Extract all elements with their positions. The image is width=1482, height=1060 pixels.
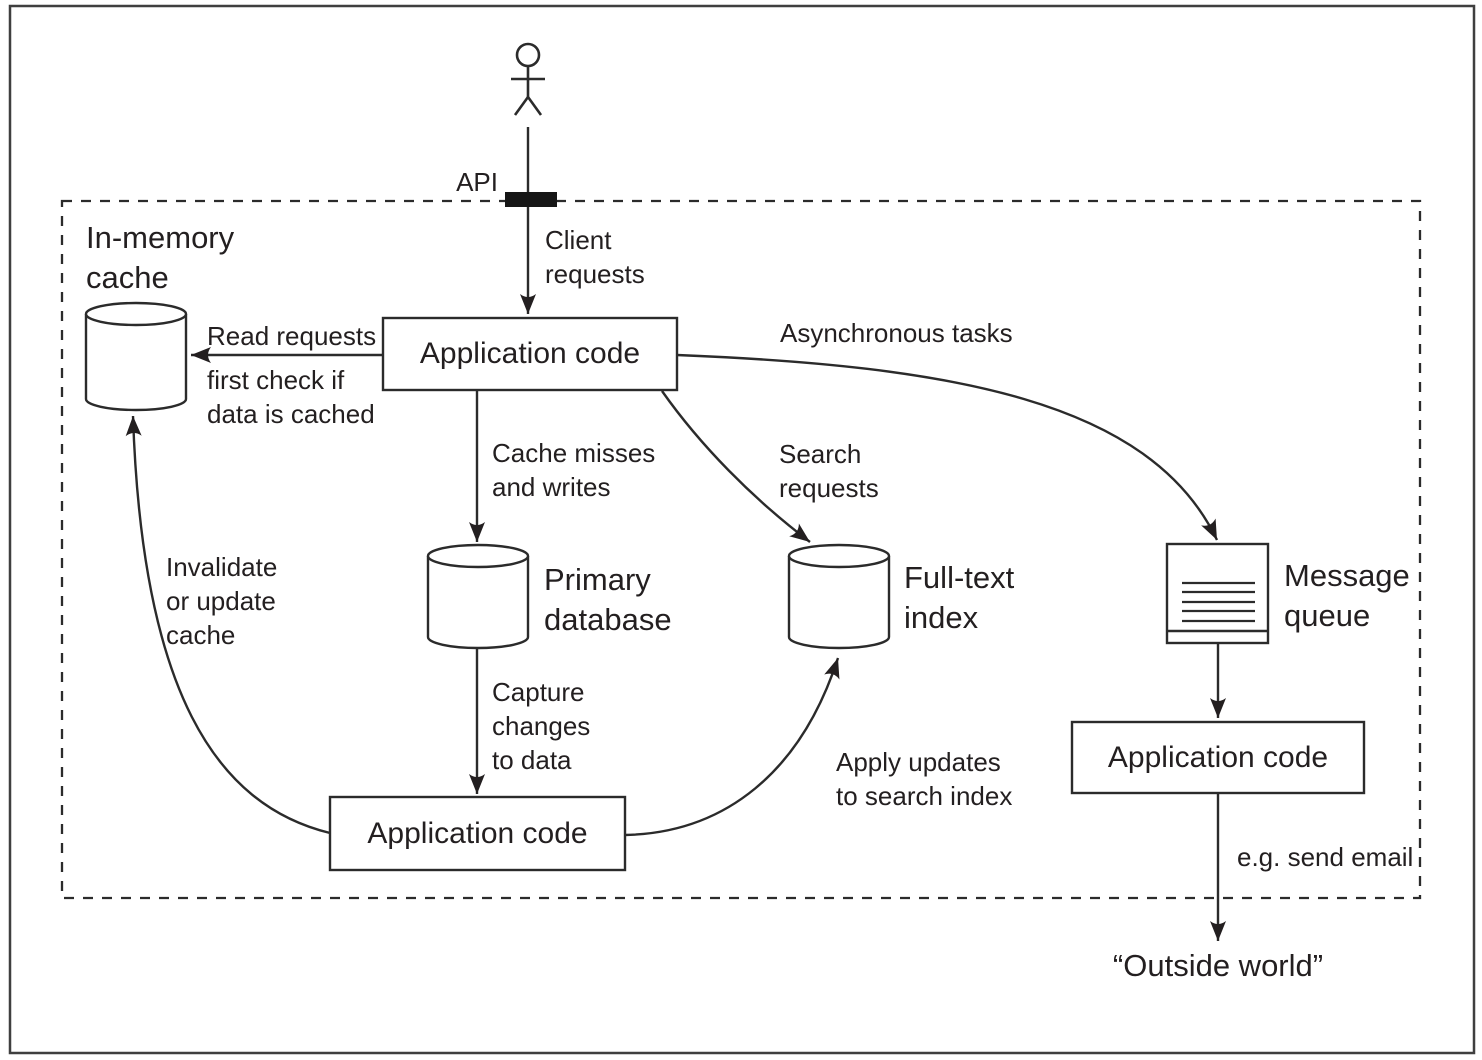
- invalidate-cache-label: Invalidate or update cache: [166, 552, 278, 650]
- api-bar: [505, 192, 557, 207]
- api-label: API: [456, 167, 498, 197]
- application-code-bottom-box: [328, 795, 627, 872]
- primary-database-label: Primary database: [544, 562, 672, 638]
- capture-changes-label: Capture changes to data: [492, 677, 591, 775]
- application-code-top-label: Application code: [419, 337, 641, 370]
- search-requests-label: Search requests: [779, 439, 879, 503]
- send-email-label: e.g. send email: [1237, 842, 1414, 872]
- edge-apply-updates: [624, 657, 840, 837]
- edge-asynchronous-tasks: [676, 353, 1219, 541]
- in-memory-cache-label: In-memory cache: [86, 220, 235, 296]
- edge-search-requests: [661, 390, 811, 543]
- application-code-top-box: [381, 316, 679, 392]
- message-queue-label: Message queue: [1284, 558, 1410, 634]
- read-requests-note-label: first check if data is cached: [207, 365, 375, 429]
- apply-updates-label: Apply updates to search index: [836, 747, 1013, 811]
- outside-world-label: “Outside world”: [1112, 948, 1324, 983]
- client-actor-icon: [511, 42, 545, 116]
- full-text-index-label: Full-text index: [904, 560, 1015, 636]
- application-code-right-label: Application code: [1107, 740, 1329, 774]
- cache-misses-label: Cache misses and writes: [492, 438, 656, 502]
- in-memory-cache-cylinder: [84, 301, 188, 412]
- client-requests-label: Client requests: [545, 225, 645, 289]
- application-code-bottom-label: Application code: [367, 816, 588, 850]
- read-requests-label: Read requests: [207, 321, 377, 351]
- full-text-index-cylinder: [787, 543, 891, 650]
- figure-border: [8, 4, 1476, 1055]
- asynchronous-tasks-label: Asynchronous tasks: [780, 318, 1013, 348]
- message-queue-icon: [1165, 542, 1270, 645]
- edge-invalidate-cache: [125, 415, 331, 835]
- application-code-right-box: [1070, 720, 1366, 795]
- primary-database-cylinder: [426, 543, 530, 650]
